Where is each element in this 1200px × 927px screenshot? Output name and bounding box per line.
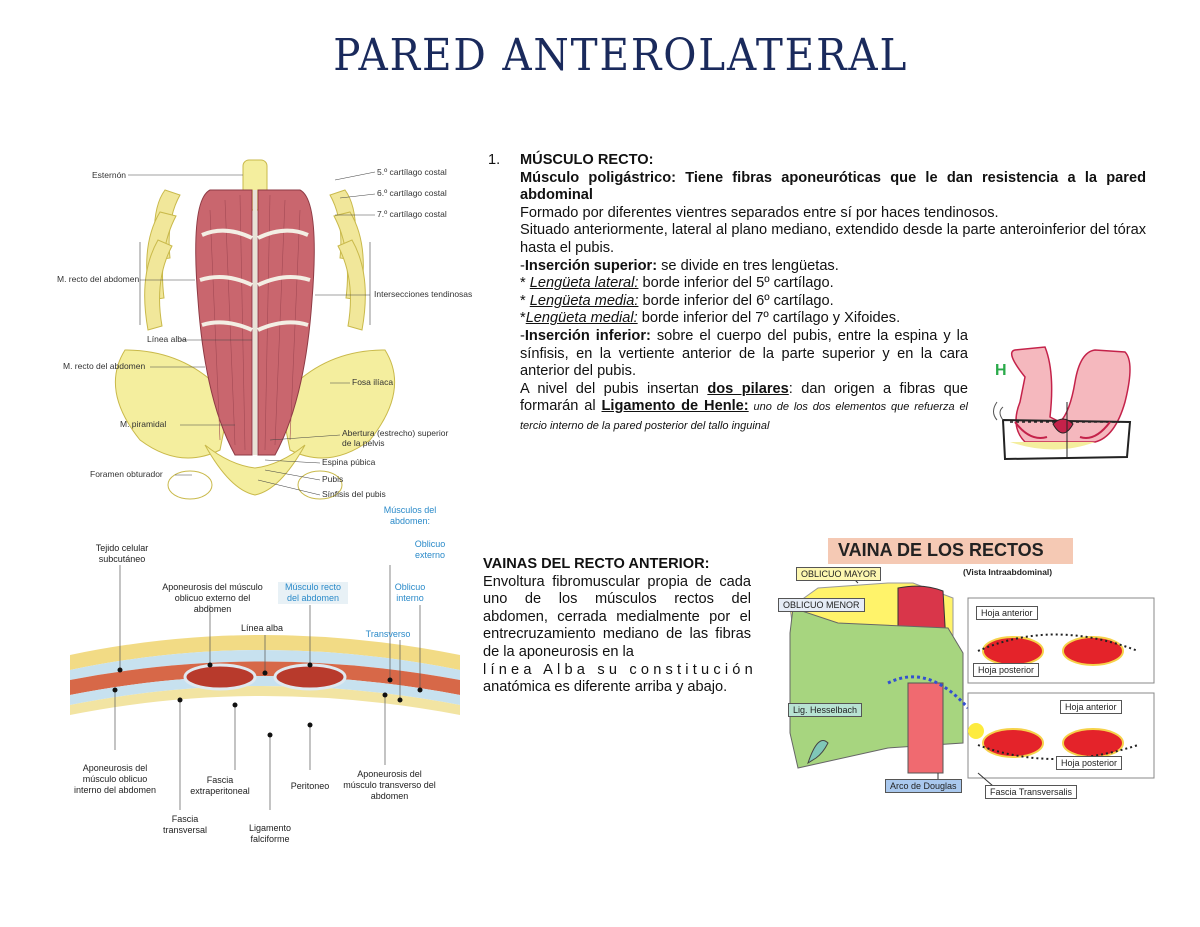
label-cartilago-5: 5.º cartílago costal [377, 167, 447, 177]
henle-sketch: H [985, 342, 1135, 467]
label-linea-alba: Línea alba [147, 334, 187, 344]
label-musculo-recto: Músculo recto del abdomen [278, 582, 348, 604]
tag-lig-hesselbach: Lig. Hesselbach [788, 703, 863, 717]
label-pubis: Pubis [322, 474, 344, 484]
tag-hoja-anterior-2: Hoja anterior [1060, 700, 1122, 714]
text-situado: Situado anteriormente, lateral al plano … [520, 222, 1146, 256]
henle-sketch-drawing [993, 346, 1132, 461]
label-tejido-celular: Tejido celular subcutáneo [95, 543, 149, 564]
vaina-figure: VAINA DE LOS RECTOS (Vista Intraabdomina… [778, 533, 1158, 801]
label-linea-alba-corte: Línea alba [240, 623, 284, 633]
cross-section-figure: Músculos del abdomen: Tejido celular sub… [60, 505, 470, 855]
label-recto-abdomen-2: M. recto del abdomen [63, 361, 146, 371]
tag-fascia-transversalis: Fascia Transversalis [985, 785, 1078, 799]
label-piramidal: M. piramidal [120, 419, 167, 429]
tag-oblicuo-menor: OBLICUO MENOR [778, 598, 865, 612]
section-musculo-recto: 1. MÚSCULO RECTO: Músculo poligástrico: … [488, 152, 1146, 436]
text-insercion-superior: -Inserción superior: se divide en tres l… [520, 257, 839, 274]
label-ligamento-falciforme: Ligamento falciforme [248, 823, 292, 844]
label-abertura: Abertura (estrecho) superior de la pelvi… [342, 428, 449, 448]
vainas-body-2: anatómica es diferente arriba y abajo. [483, 679, 728, 696]
abdominal-wall-figure: Esternón 5.º cartílago costal 6.º cartíl… [30, 150, 480, 520]
tag-oblicuo-mayor: OBLICUO MAYOR [796, 567, 882, 581]
label-musculos-abdomen: Músculos del abdomen: [383, 505, 437, 526]
henle-letter: H [995, 362, 1007, 379]
label-oblicuo-externo: Oblicuo externo [414, 539, 446, 560]
page-title: PARED ANTEROLATERAL [333, 30, 909, 81]
label-recto-abdomen-1: M. recto del abdomen [57, 274, 140, 284]
abdominal-wall-illustration [114, 159, 396, 500]
vainas-heading: VAINAS DEL RECTO ANTERIOR: [483, 556, 710, 572]
label-cartilago-7: 7.º cartílago costal [377, 209, 447, 219]
cross-section-illustration [70, 565, 460, 810]
section-subheading: Músculo poligástrico: Tiene fibras apone… [520, 169, 1146, 204]
label-aponeurosis-transverso: Aponeurosis del músculo transverso del a… [343, 769, 436, 801]
label-espina-pubica: Espina púbica [322, 457, 376, 467]
label-fosa-iliaca: Fosa ilíaca [352, 377, 394, 387]
label-transverso: Transverso [365, 629, 411, 639]
vainas-body: Envoltura fibromuscular propia de cada u… [483, 573, 751, 660]
label-fascia-transversal: Fascia transversal [162, 814, 207, 835]
label-foramen: Foramen obturador [90, 469, 163, 479]
text-insercion-inferior: -Inserción inferior: sobre el cuerpo del… [520, 327, 968, 380]
text-lengueta-medial: *Lengüeta medial: borde inferior del 7º … [520, 310, 901, 327]
label-aponeurosis-interno: Aponeurosis del músculo oblicuo interno … [73, 763, 157, 795]
vainas-spaced: línea Alba su constitución [483, 661, 757, 678]
label-intersecciones: Intersecciones tendinosas [374, 289, 473, 299]
tag-hoja-posterior-1: Hoja posterior [973, 663, 1040, 677]
text-formado: Formado por diferentes vientres separado… [520, 204, 999, 221]
tag-hoja-posterior-2: Hoja posterior [1056, 756, 1123, 770]
label-esternon: Esternón [92, 170, 127, 180]
label-sinfisis: Sínfisis del pubis [322, 489, 386, 499]
label-oblicuo-interno: Oblicuo interno [394, 582, 426, 603]
section-number: 1. [488, 152, 501, 168]
text-lengueta-media: * Lengüeta media: borde inferior del 6º … [520, 292, 834, 309]
tag-hoja-anterior-1: Hoja anterior [976, 606, 1038, 620]
vaina-title: VAINA DE LOS RECTOS [838, 540, 1044, 560]
text-lengueta-lateral: * Lengüeta lateral: borde inferior del 5… [520, 275, 834, 292]
section-heading: MÚSCULO RECTO: [520, 152, 654, 168]
text-pilares: A nivel del pubis insertan dos pilares: … [520, 380, 968, 432]
tag-arco-douglas: Arco de Douglas [885, 779, 962, 793]
label-aponeurosis-externo: Aponeurosis del músculo oblicuo externo … [162, 582, 263, 614]
label-fascia-extraperitoneal: Fascia extraperitoneal [190, 775, 250, 796]
section-vainas: VAINAS DEL RECTO ANTERIOR: Envoltura fib… [483, 556, 757, 697]
vaina-subtitle: (Vista Intraabdominal) [963, 567, 1053, 577]
label-peritoneo: Peritoneo [290, 781, 330, 791]
label-cartilago-6: 6.º cartílago costal [377, 188, 447, 198]
